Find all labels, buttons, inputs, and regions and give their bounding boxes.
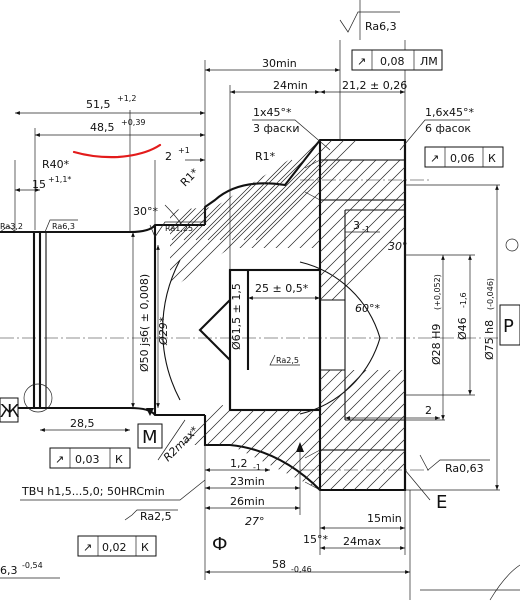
gtol-frame-right: ↗ 0,06 К — [424, 146, 504, 168]
dim-15min: 15min — [367, 512, 402, 525]
dim-60: 60°* — [355, 302, 380, 315]
roughness-top: Ra6,3 — [365, 20, 397, 33]
datum-zh: Ж — [0, 401, 20, 422]
chamfer-2: 1,6х45°* — [425, 106, 475, 119]
gtol-bottom-value: 0,02 — [102, 541, 127, 554]
datum-f: Ф — [212, 534, 228, 555]
dim-3-tol: -1 — [362, 225, 370, 234]
datum-m: М — [142, 427, 158, 448]
dim-23min: 23min — [230, 475, 265, 488]
datum-triangles — [146, 408, 304, 452]
dim-29: Ø29* — [157, 316, 170, 346]
gtol-top-datum: ЛМ — [420, 55, 438, 68]
dim-75: Ø75 h8 — [483, 320, 496, 360]
dim-51-5: 51,5 — [86, 98, 111, 111]
dim-24max: 24max — [343, 535, 381, 548]
dim-48-5-tol: +0,39 — [121, 118, 146, 127]
roughness-marks: Ra6,3 Ra3,2 Ra6,3 Ra1,25 Ra2,5 Ra0,63 Ra… — [0, 11, 490, 523]
cut-right: Р — [503, 316, 514, 337]
roughness-left-inner: Ra6,3 — [52, 222, 75, 231]
dim-26min: 26min — [230, 495, 265, 508]
dim-left-bottom: 6,3 — [0, 564, 18, 577]
roughness-left-face: Ra1,25 — [165, 224, 193, 233]
dim-75-tol: (-0,046) — [486, 278, 495, 310]
dim-30-right: 30° — [388, 240, 408, 253]
gtol-frame-bottom: ↗ 0,02 К — [77, 535, 157, 557]
datum-e: Е — [436, 492, 447, 513]
gtol-frame-top: ↗ 0,08 ЛМ — [351, 49, 443, 71]
dim-28h9: Ø28 H9 — [430, 324, 443, 365]
dim-21-2: 21,2 ± 0,26 — [342, 79, 407, 92]
datum-labels: М Ж Е Ф Р — [0, 238, 520, 555]
gtol-right-datum: К — [488, 152, 496, 165]
heat-treatment-note: ТВЧ h1,5...5,0; 50HRCmin — [21, 485, 165, 498]
roughness-bore: Ra2,5 — [276, 356, 299, 365]
dim-58: 58 — [272, 558, 286, 571]
dim-46: Ø46 — [456, 317, 469, 340]
shaft-body — [0, 110, 205, 417]
dim-27: 27° — [245, 515, 265, 528]
dim-48-5: 48,5 — [90, 121, 115, 134]
chamfer-1-note: 3 фаски — [253, 122, 299, 135]
dim-r1-left: R1* — [178, 165, 202, 189]
dim-46-tol: -1,6 — [459, 292, 468, 308]
roughness-bottom: Ra2,5 — [140, 510, 172, 523]
chamfer-2-note: 6 фасок — [425, 122, 471, 135]
dim-2-tol: +1 — [178, 146, 190, 155]
gtol-left-symbol: ↗ — [55, 453, 64, 466]
gtol-left-value: 0,03 — [75, 453, 100, 466]
dim-28-5: 28,5 — [70, 417, 95, 430]
roughness-right: Ra0,63 — [445, 462, 484, 475]
flange-body — [162, 138, 407, 492]
dim-1-2: 1,2 — [230, 457, 248, 470]
gtol-frame-left: ↗ 0,03 К — [49, 447, 131, 469]
dim-2-right: 2 — [425, 404, 432, 417]
dim-15: 15 — [32, 178, 46, 191]
dim-61-5: Ø61,5 ± 1,5 — [230, 283, 243, 350]
dim-51-5-tol: +1,2 — [117, 94, 136, 103]
red-annotation-stroke — [72, 143, 162, 159]
dim-30-left: 30°* — [133, 205, 158, 218]
gtol-right-symbol: ↗ — [430, 152, 439, 165]
dim-30min: 30min — [262, 57, 297, 70]
gtol-top-symbol: ↗ — [357, 55, 366, 68]
gtol-left-datum: К — [115, 453, 123, 466]
dim-15-tol: +1,1* — [48, 175, 71, 184]
dim-2: 2 — [165, 150, 172, 163]
dim-28h9-tol: (+0,052) — [433, 274, 442, 310]
gtol-bottom-datum: К — [141, 541, 149, 554]
dim-58-tol: -0,46 — [291, 565, 312, 574]
dim-r1-top: R1* — [255, 150, 276, 163]
dim-1-2-tol: -1 — [253, 463, 261, 472]
roughness-left-outer: Ra3,2 — [0, 222, 23, 231]
gtol-bottom-symbol: ↗ — [83, 541, 92, 554]
chamfer-1: 1х45°* — [253, 106, 292, 119]
dim-24min: 24min — [273, 79, 308, 92]
dim-25: 25 ± 0,5* — [255, 282, 309, 295]
gtol-top-value: 0,08 — [380, 55, 405, 68]
dim-15deg: 15°* — [303, 533, 328, 546]
dim-3: 3 — [353, 219, 360, 232]
gtol-right-value: 0,06 — [450, 152, 475, 165]
dim-r40: R40* — [42, 158, 70, 171]
dim-left-bottom-tol: -0,54 — [22, 561, 43, 570]
dim-r2max: R2max* — [161, 423, 202, 464]
dim-50: Ø50 js6( ± 0,008) — [138, 274, 151, 372]
